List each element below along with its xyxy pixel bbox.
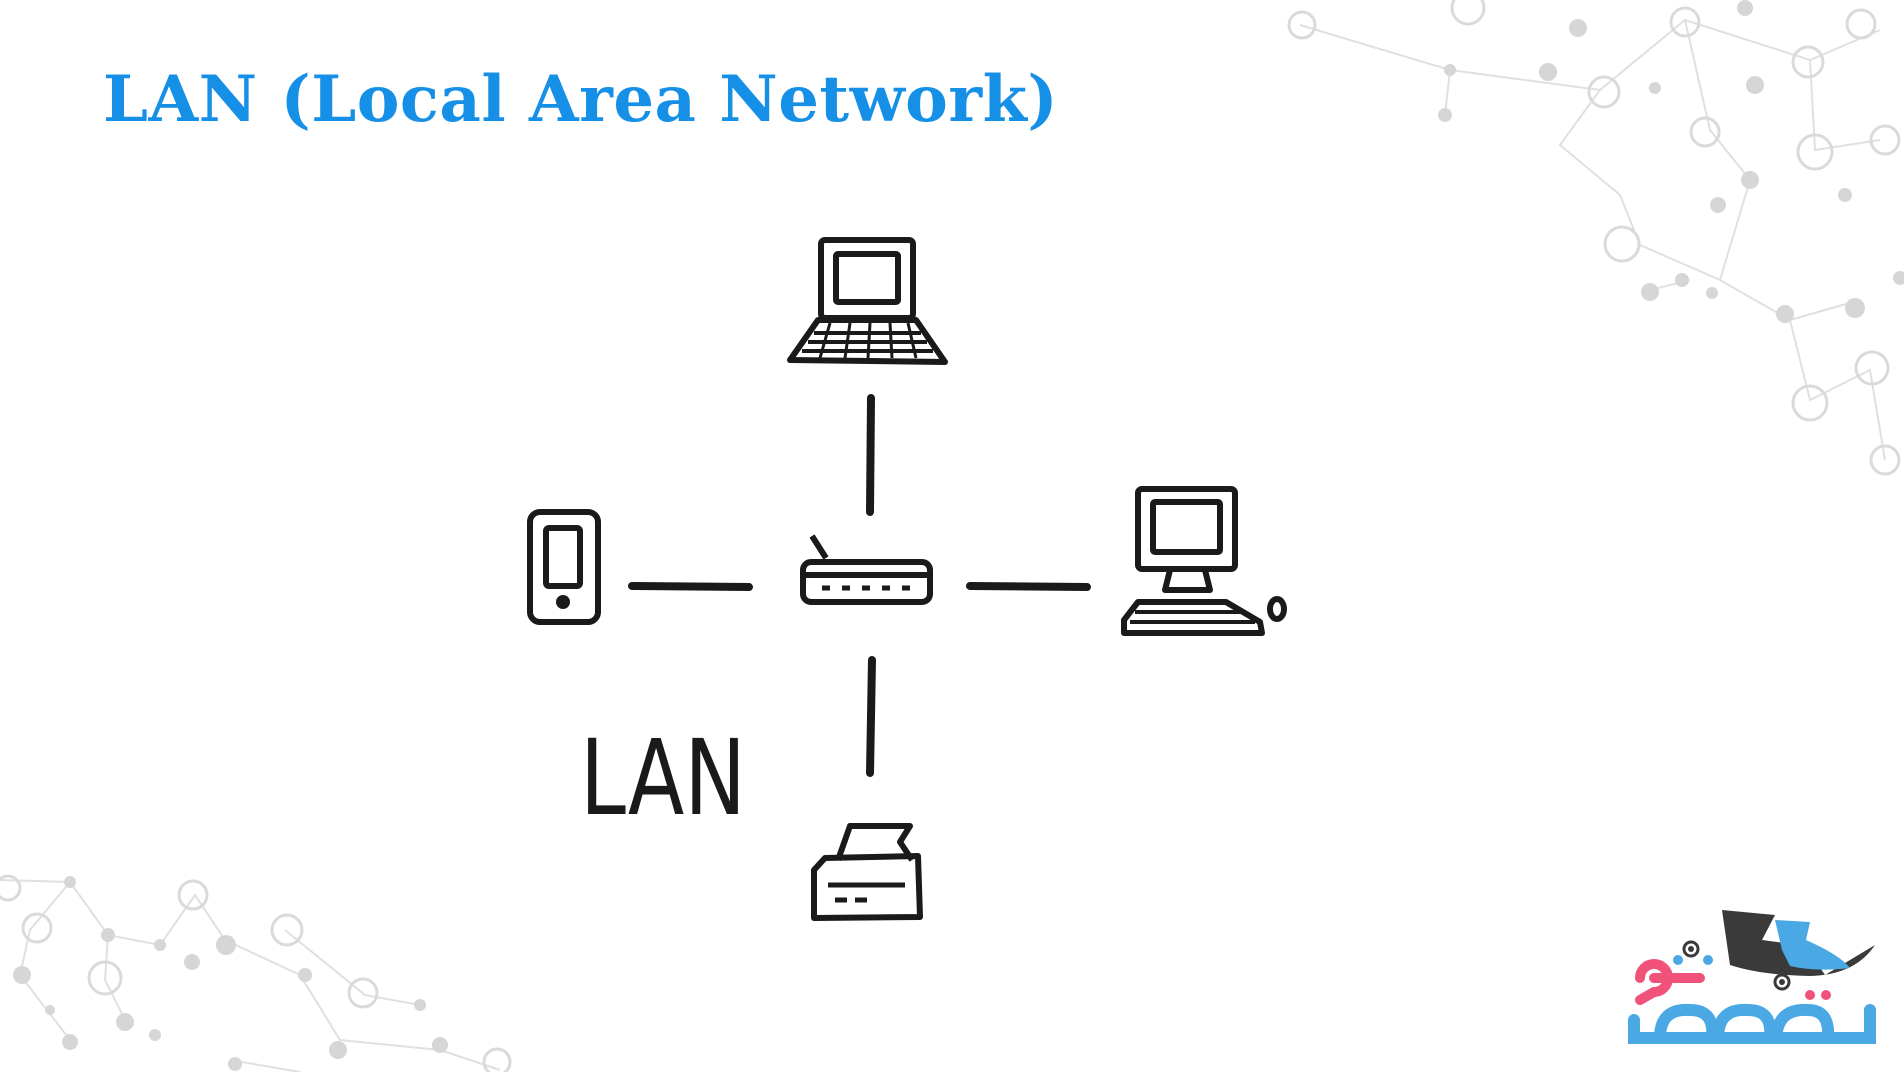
network-decoration-bottom-left <box>0 874 512 1072</box>
mobile-phone-icon <box>527 509 601 625</box>
line-router-printer <box>866 656 876 777</box>
brand-logo <box>1628 910 1876 1044</box>
router-icon <box>800 534 933 605</box>
lan-label: LAN <box>580 717 746 839</box>
arrow-accent <box>1775 920 1850 970</box>
connection-lines <box>628 394 1091 777</box>
desktop-computer-icon <box>1121 486 1287 636</box>
line-router-phone <box>628 582 753 591</box>
line-router-laptop <box>866 394 875 516</box>
arrow-icon <box>1722 910 1875 976</box>
line-router-desktop <box>966 582 1091 591</box>
laptop-icon <box>787 237 948 365</box>
slide-title: LAN (Local Area Network) <box>103 62 1059 137</box>
printer-icon <box>811 823 923 921</box>
network-decoration-top-right <box>1287 0 1904 476</box>
